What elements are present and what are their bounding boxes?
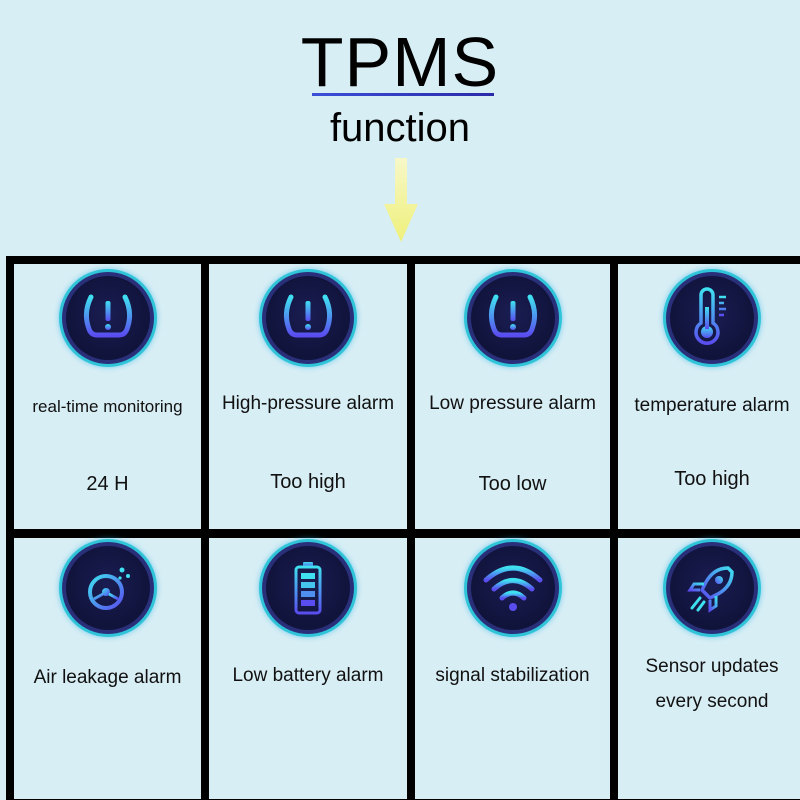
feature-label: Low battery alarm	[232, 665, 384, 686]
feature-cell-low-pressure: Low pressure alarm Too low	[415, 264, 610, 529]
icon-badge	[262, 272, 354, 364]
page-subtitle: function	[329, 106, 471, 150]
feature-label: Sensor updates	[645, 656, 779, 677]
rocket-icon	[687, 566, 734, 613]
feature-label: High-pressure alarm	[221, 393, 395, 414]
feature-label: temperature alarm	[634, 395, 790, 416]
icon-badge	[466, 272, 559, 364]
feature-detail: Too high	[674, 468, 750, 490]
title-underline	[312, 93, 494, 96]
feature-label-line2: every second	[655, 691, 769, 712]
tire-leak-icon	[87, 567, 130, 610]
feature-cell-air-leakage: Air leakage alarm	[14, 538, 201, 799]
icon-badge	[666, 542, 758, 634]
feature-label: Low pressure alarm	[429, 393, 596, 414]
feature-detail: Too high	[270, 471, 346, 493]
feature-label: Air leakage alarm	[33, 667, 182, 688]
tire-pressure-warning-icon	[488, 294, 537, 343]
icon-badge	[666, 272, 758, 364]
icon-badge	[466, 542, 559, 634]
thermometer-icon	[694, 287, 726, 345]
down-arrow-icon	[384, 158, 418, 242]
page-title: TPMS	[300, 23, 500, 101]
feature-label: real-time monitoring	[32, 397, 183, 416]
feature-label: signal stabilization	[435, 665, 590, 686]
feature-cell-temperature: temperature alarm Too high	[618, 264, 800, 529]
feature-cell-sensor-updates: Sensor updates every second	[618, 538, 800, 799]
feature-grid: real-time monitoring 24 H High-pressure …	[6, 256, 800, 800]
battery-icon	[294, 562, 322, 615]
feature-cell-signal: signal stabilization	[415, 538, 610, 799]
feature-cell-realtime: real-time monitoring 24 H	[14, 264, 201, 529]
tire-pressure-warning-icon	[283, 294, 333, 343]
icon-badge	[61, 272, 154, 364]
feature-detail: 24 H	[86, 473, 129, 495]
feature-cell-high-pressure: High-pressure alarm Too high	[209, 264, 407, 529]
icon-badge	[61, 542, 154, 634]
wifi-signal-icon	[483, 565, 542, 611]
feature-cell-low-battery: Low battery alarm	[209, 538, 407, 799]
feature-detail: Too low	[478, 473, 547, 495]
icon-badge	[262, 542, 354, 634]
tire-pressure-warning-icon	[83, 294, 132, 343]
